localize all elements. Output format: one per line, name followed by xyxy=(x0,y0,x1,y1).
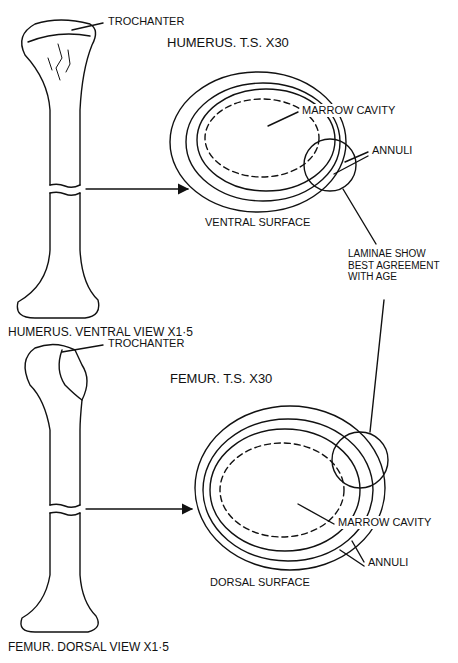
leader-line xyxy=(62,23,103,352)
surface-label: DORSAL SURFACE xyxy=(208,576,312,589)
humerus-crest xyxy=(28,34,90,42)
part-label: ANNULI xyxy=(370,144,414,157)
arrow xyxy=(86,508,192,509)
break-line xyxy=(50,504,80,515)
marrow-cavity xyxy=(220,443,344,537)
arrow xyxy=(86,188,188,189)
leader-line xyxy=(343,189,384,432)
part-label: MARROW CAVITY xyxy=(336,516,433,529)
part-label: ANNULI xyxy=(366,556,410,569)
break-line xyxy=(50,184,80,195)
femur-trochanter-line xyxy=(59,350,82,400)
humerus-foramen xyxy=(48,44,70,80)
section-title: HUMERUS. T.S. X30 xyxy=(165,36,291,51)
annulus xyxy=(203,419,373,561)
leader-line xyxy=(298,504,364,566)
highlight-circle xyxy=(304,139,356,191)
humerus-upper xyxy=(22,20,96,185)
leader-line xyxy=(268,112,368,174)
view-caption: FEMUR. DORSAL VIEW X1·5 xyxy=(6,641,171,655)
section-title: FEMUR. T.S. X30 xyxy=(168,372,274,387)
humerus-lower xyxy=(17,193,98,318)
annulus xyxy=(210,429,360,551)
note: LAMINAE SHOW BEST AGREEMENT WITH AGE xyxy=(346,248,454,283)
part-label: MARROW CAVITY xyxy=(300,104,397,117)
part-label: TROCHANTER xyxy=(106,15,186,28)
highlight-circle xyxy=(332,432,388,488)
part-label: TROCHANTER xyxy=(106,337,186,350)
femur-upper xyxy=(25,344,87,505)
femur-lower xyxy=(21,513,98,632)
annulus xyxy=(170,72,346,212)
surface-label: VENTRAL SURFACE xyxy=(203,216,312,229)
